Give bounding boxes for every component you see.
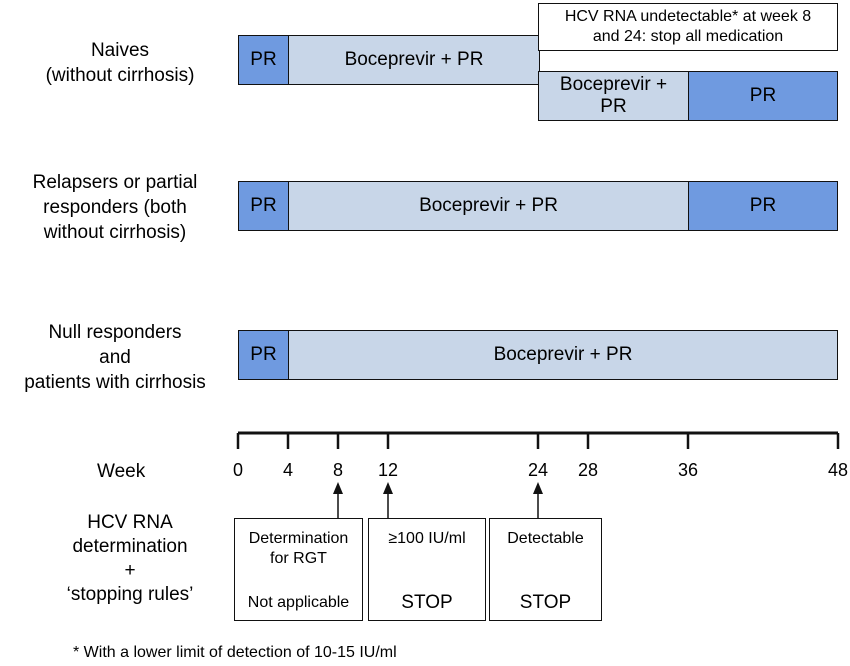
rule-box-top-line: for RGT (270, 550, 327, 567)
rule-box-top-text: Detectable (490, 529, 601, 549)
rule-arrow-head (333, 482, 343, 494)
note-line: HCV RNA undetectable* at week 8 (564, 8, 812, 25)
naives-pr-lead-in: PR (238, 35, 289, 85)
segment-label: Boceprevir + PR (493, 344, 633, 365)
row-label-line: and (99, 347, 131, 368)
relapsers-boceprevir-pr: Boceprevir + PR (288, 181, 689, 231)
rule-box-bottom-text: Not applicable (247, 594, 350, 611)
week-tick-label: 28 (577, 460, 599, 480)
rules-label-line: HCV RNA (87, 512, 173, 533)
week-tick-label: 36 (677, 460, 699, 480)
week-tick-label: 4 (282, 460, 293, 480)
segment-label-line: Boceprevir + (559, 74, 668, 95)
segment-label: Boceprevir + PR (419, 195, 558, 216)
week-axis-ticks (236, 433, 840, 449)
row-label-line: patients with cirrhosis (24, 372, 206, 393)
week-tick-label: 48 (827, 460, 849, 480)
segment-label: PR (250, 49, 277, 70)
rule-box-top-text: ≥100 IU/ml (369, 529, 485, 549)
relapsers-pr-tail: PR (688, 181, 838, 231)
rule-box-top-line: Detectable (507, 530, 584, 547)
note-line: and 24: stop all medication (592, 28, 784, 45)
segment-label: PR (749, 195, 777, 216)
rule-box-bottom-text: STOP (519, 592, 572, 613)
week-tick-label: 0 (232, 460, 243, 480)
rule-box-top-line: ≥100 IU/ml (388, 530, 466, 547)
hcv-rna-determination-label: HCV RNA determination + ‘stopping rules’ (20, 511, 240, 607)
rules-label-line: ‘stopping rules’ (66, 584, 194, 605)
footnote: * With a lower limit of detection of 10-… (73, 644, 397, 661)
segment-label: PR (250, 344, 277, 365)
row-label-line: Relapsers or partial (32, 172, 198, 193)
naives-boceprevir-pr: Boceprevir + PR (288, 35, 540, 85)
row-label-naives: Naives (without cirrhosis) (20, 38, 220, 88)
rule-box-week-12: ≥100 IU/ml STOP (368, 518, 486, 621)
undetectable-stop-note: HCV RNA undetectable* at week 8 and 24: … (538, 3, 838, 51)
null-responders-boceprevir-pr: Boceprevir + PR (288, 330, 838, 380)
relapsers-pr-lead-in: PR (238, 181, 289, 231)
rules-label-line: determination (72, 536, 188, 557)
row-label-line: Null responders (48, 322, 182, 343)
row-label-relapsers: Relapsers or partial responders (both wi… (10, 170, 220, 245)
row-label-line: without cirrhosis) (43, 222, 187, 243)
segment-label: PR (749, 85, 777, 106)
rule-box-week-8: Determination for RGT Not applicable (234, 518, 363, 621)
row-label-null-responders: Null responders and patients with cirrho… (0, 320, 230, 395)
rule-box-top-text: Determination for RGT (235, 529, 362, 569)
rules-label-line: + (124, 560, 136, 581)
row-label-line: responders (both (43, 197, 187, 218)
rule-box-top-line: Determination (248, 530, 349, 547)
segment-label-line: PR (600, 96, 627, 117)
row-label-line: Naives (90, 40, 150, 61)
naives-pr-tail: PR (688, 71, 838, 121)
rule-arrow-head (533, 482, 543, 494)
week-tick-label: 12 (377, 460, 399, 480)
week-axis-label: Week (97, 461, 146, 482)
segment-label: Boceprevir + PR (344, 49, 484, 70)
week-tick-label: 8 (332, 460, 343, 480)
week-tick-label: 24 (527, 460, 549, 480)
naives-boceprevir-pr-continued: Boceprevir + PR (538, 71, 689, 121)
rule-box-week-24: Detectable STOP (489, 518, 602, 621)
rule-arrow-head (383, 482, 393, 494)
rule-arrows (333, 482, 543, 518)
segment-label: PR (250, 195, 277, 216)
row-label-line: (without cirrhosis) (45, 65, 195, 86)
rule-box-bottom-text: STOP (401, 592, 453, 613)
